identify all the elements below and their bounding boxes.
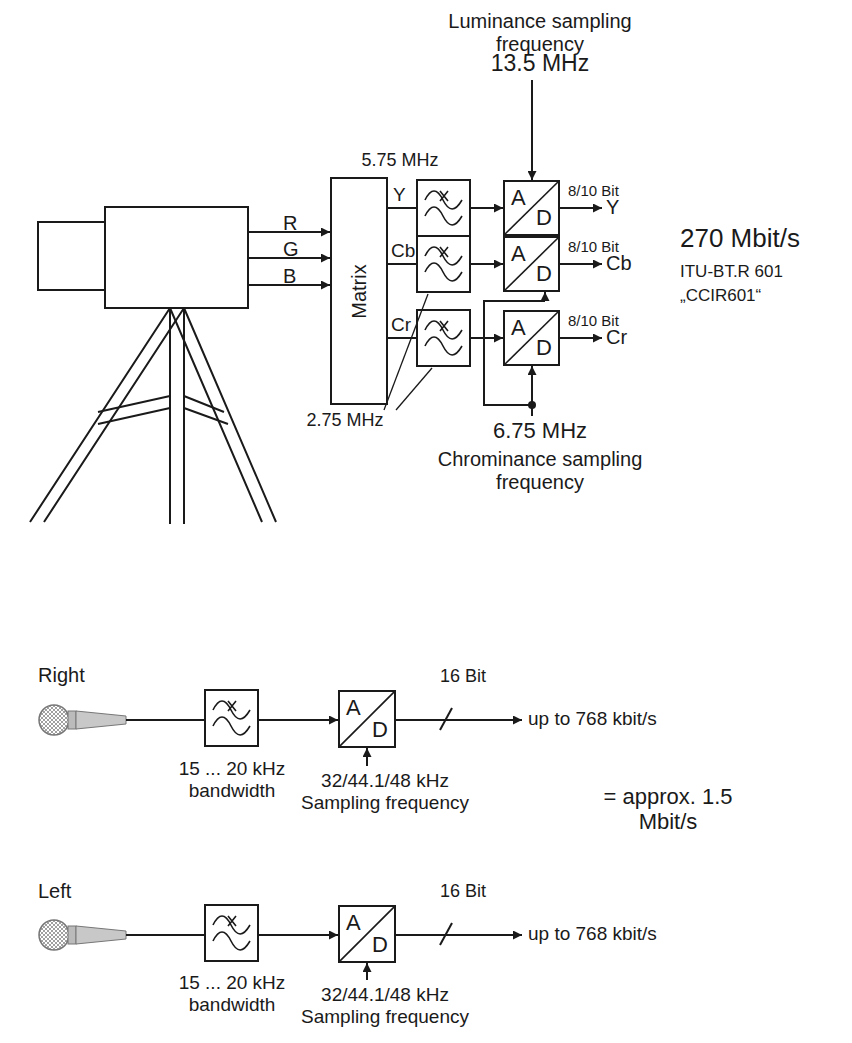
lowpass-filter (417, 310, 470, 366)
annotation-label: 13.5 MHz (491, 50, 589, 76)
audio-chain (39, 690, 522, 766)
ad-converter: AD (338, 905, 396, 963)
ad-converter: AD (503, 236, 560, 292)
annotation-label: „CCIR601“ (680, 286, 761, 306)
converter-letter: D (372, 719, 388, 741)
matrix-box: Matrix (330, 177, 388, 405)
annotation-label: = approx. 1.5 Mbit/s (598, 784, 738, 835)
annotation-label: Chrominance sampling frequency (435, 448, 645, 494)
annotation-label: ITU-BT.R 601 (680, 262, 783, 282)
annotation-label: 32/44.1/48 kHz Sampling frequency (280, 984, 490, 1028)
converter-letter: D (536, 263, 552, 285)
annotation-label: up to 768 kbit/s (528, 923, 657, 945)
ad-converter: AD (503, 180, 560, 236)
annotation-label: 15 ... 20 kHz bandwidth (157, 972, 307, 1016)
annotation-label: Cr (606, 326, 627, 349)
annotation-label: G (283, 238, 299, 261)
annotation-label: 6.75 MHz (493, 418, 587, 443)
annotation-label: up to 768 kbit/s (528, 708, 657, 730)
annotation-label: Luminance sampling frequency (435, 10, 645, 56)
converter-letter: A (346, 912, 361, 934)
junction-dot (528, 401, 536, 409)
annotation-label: Right (38, 664, 85, 687)
annotation-label: 16 Bit (440, 881, 486, 902)
annotation-label: 16 Bit (440, 666, 486, 687)
camera (30, 207, 276, 524)
annotation-label: 32/44.1/48 kHz Sampling frequency (280, 770, 490, 814)
lowpass-filter (417, 180, 470, 236)
annotation-label: Cb (606, 252, 632, 275)
converter-letter: A (511, 317, 526, 339)
converter-letter: A (511, 243, 526, 265)
annotation-label: Cr (391, 314, 411, 336)
lowpass-filter (417, 236, 470, 292)
ad-converter: AD (503, 310, 560, 366)
converter-letter: D (536, 337, 552, 359)
annotation-label: 5.75 MHz (361, 150, 438, 171)
annotation-label: 15 ... 20 kHz bandwidth (157, 758, 307, 802)
leader-lines (384, 294, 432, 410)
converter-letter: A (511, 187, 526, 209)
box-label: Matrix (348, 264, 371, 318)
annotation-label: Cb (391, 240, 415, 262)
annotation-label: 2.75 MHz (306, 410, 383, 431)
converter-letter: D (536, 207, 552, 229)
annotation-label: B (283, 265, 296, 288)
annotation-label: Y (606, 196, 619, 219)
annotation-label: 270 Mbit/s (680, 224, 800, 254)
annotation-label: Left (38, 880, 71, 903)
ad-converter: AD (338, 690, 396, 748)
annotation-label: Y (393, 184, 406, 206)
annotation-label: R (283, 212, 297, 235)
converter-letter: D (372, 934, 388, 956)
converter-letter: A (346, 697, 361, 719)
audio-chain (39, 905, 522, 980)
